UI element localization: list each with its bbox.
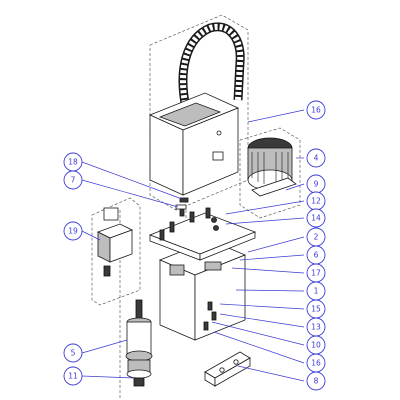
- callout-label: 14: [311, 214, 321, 223]
- callout-label: 19: [68, 227, 78, 236]
- dashed-frame: [91, 14, 301, 400]
- callout-label: 9: [314, 180, 319, 189]
- spindle: [125, 299, 153, 387]
- bracket: [204, 351, 251, 387]
- callout-label: 18: [68, 158, 78, 167]
- callout-9: 9: [306, 174, 326, 194]
- clamp-parts: [175, 197, 189, 210]
- callout-label: 5: [71, 349, 76, 358]
- callout-16-bolt: 16: [306, 353, 326, 373]
- callout-5-spindle: 5: [63, 343, 83, 363]
- callout-15: 15: [306, 299, 326, 319]
- callout-11: 11: [63, 366, 83, 386]
- callout-label: 16: [311, 106, 321, 115]
- callout-10: 10: [306, 335, 326, 355]
- callout-16-housing: 16: [306, 100, 326, 120]
- valve-block: [96, 207, 134, 277]
- parts-drawing: [91, 14, 301, 400]
- base-body: [158, 239, 247, 341]
- callout-17: 17: [306, 263, 326, 283]
- callout-label: 12: [311, 197, 321, 206]
- callout-14: 14: [306, 208, 326, 228]
- callout-1-body: 1: [306, 281, 326, 301]
- callout-2-plate: 2: [306, 227, 326, 247]
- leader-lines: [81, 109, 305, 382]
- callout-4-motor: 4: [306, 148, 326, 168]
- callout-8-bracket: 8: [306, 371, 326, 391]
- hopper-housing: [148, 92, 240, 196]
- callout-label: 8: [314, 377, 319, 386]
- callout-label: 15: [311, 305, 321, 314]
- mounting-plate: [148, 212, 257, 261]
- callout-12: 12: [306, 191, 326, 211]
- callout-label: 1: [314, 287, 319, 296]
- callout-label: 13: [311, 323, 321, 332]
- callout-19-valve: 19: [63, 221, 83, 241]
- callout-6: 6: [306, 245, 326, 265]
- callout-7: 7: [63, 170, 83, 190]
- cable-chain: [178, 22, 245, 109]
- callout-label: 10: [311, 341, 321, 350]
- bolts: [159, 205, 219, 331]
- callout-label: 4: [314, 154, 319, 163]
- motor: [247, 137, 297, 197]
- callout-label: 6: [314, 251, 319, 260]
- callout-label: 16: [311, 359, 321, 368]
- callout-13: 13: [306, 317, 326, 337]
- callout-label: 7: [71, 176, 76, 185]
- callout-label: 2: [314, 233, 319, 242]
- callout-label: 17: [311, 269, 321, 278]
- callout-18: 18: [63, 152, 83, 172]
- callout-label: 11: [68, 372, 78, 381]
